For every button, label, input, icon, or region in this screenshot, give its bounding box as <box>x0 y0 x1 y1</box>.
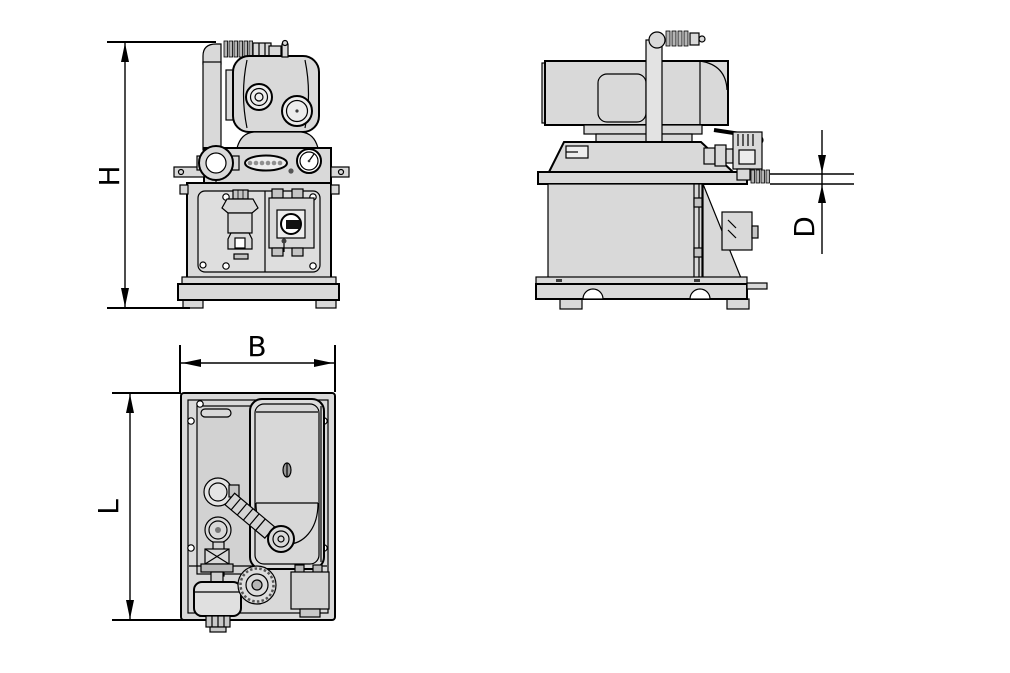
oil-fill-port <box>245 83 273 111</box>
l-arrow-up <box>126 394 134 413</box>
base-side <box>535 276 768 310</box>
power-connector <box>221 189 259 260</box>
tank-side <box>547 183 759 279</box>
drain-valve-lever <box>200 548 234 583</box>
l-arrow-down <box>126 600 134 619</box>
pump-head <box>225 39 320 149</box>
top-view: B L <box>92 330 336 633</box>
dimension-b: B <box>179 330 336 392</box>
base-front <box>177 276 340 309</box>
exhaust-pipe <box>645 30 706 143</box>
nameplate-badge <box>244 154 288 172</box>
power-connector-top <box>193 581 242 633</box>
side-view: D <box>535 30 854 310</box>
main-switch <box>268 188 315 257</box>
cabinet-front <box>179 182 340 280</box>
height-dimension-label: H <box>93 165 126 186</box>
h-arrow-down <box>121 288 129 307</box>
outlet-port <box>703 128 854 185</box>
motor-mount <box>583 124 703 143</box>
dimension-h: H <box>93 41 216 309</box>
dimension-d: D <box>788 130 826 254</box>
vacuum-gauge <box>296 148 322 174</box>
control-panel <box>173 145 350 192</box>
terminal-box-side <box>721 211 759 251</box>
dimension-l: L <box>92 392 190 621</box>
tank-lid <box>547 141 736 173</box>
diameter-dimension-label: D <box>788 216 821 238</box>
length-dimension-label: L <box>92 499 125 515</box>
b-arrow-right <box>314 359 333 367</box>
h-arrow-up <box>121 43 129 62</box>
terminal-box-top <box>290 564 330 618</box>
sight-glass-port <box>281 95 313 127</box>
d-arrow-down <box>818 155 826 173</box>
knurled-fitting <box>237 565 277 605</box>
b-arrow-left <box>182 359 201 367</box>
d-arrow-up <box>818 185 826 203</box>
width-dimension-label: B <box>247 330 266 363</box>
tank-rim <box>537 171 748 185</box>
motor-side <box>541 60 729 126</box>
front-view: H <box>93 39 350 309</box>
